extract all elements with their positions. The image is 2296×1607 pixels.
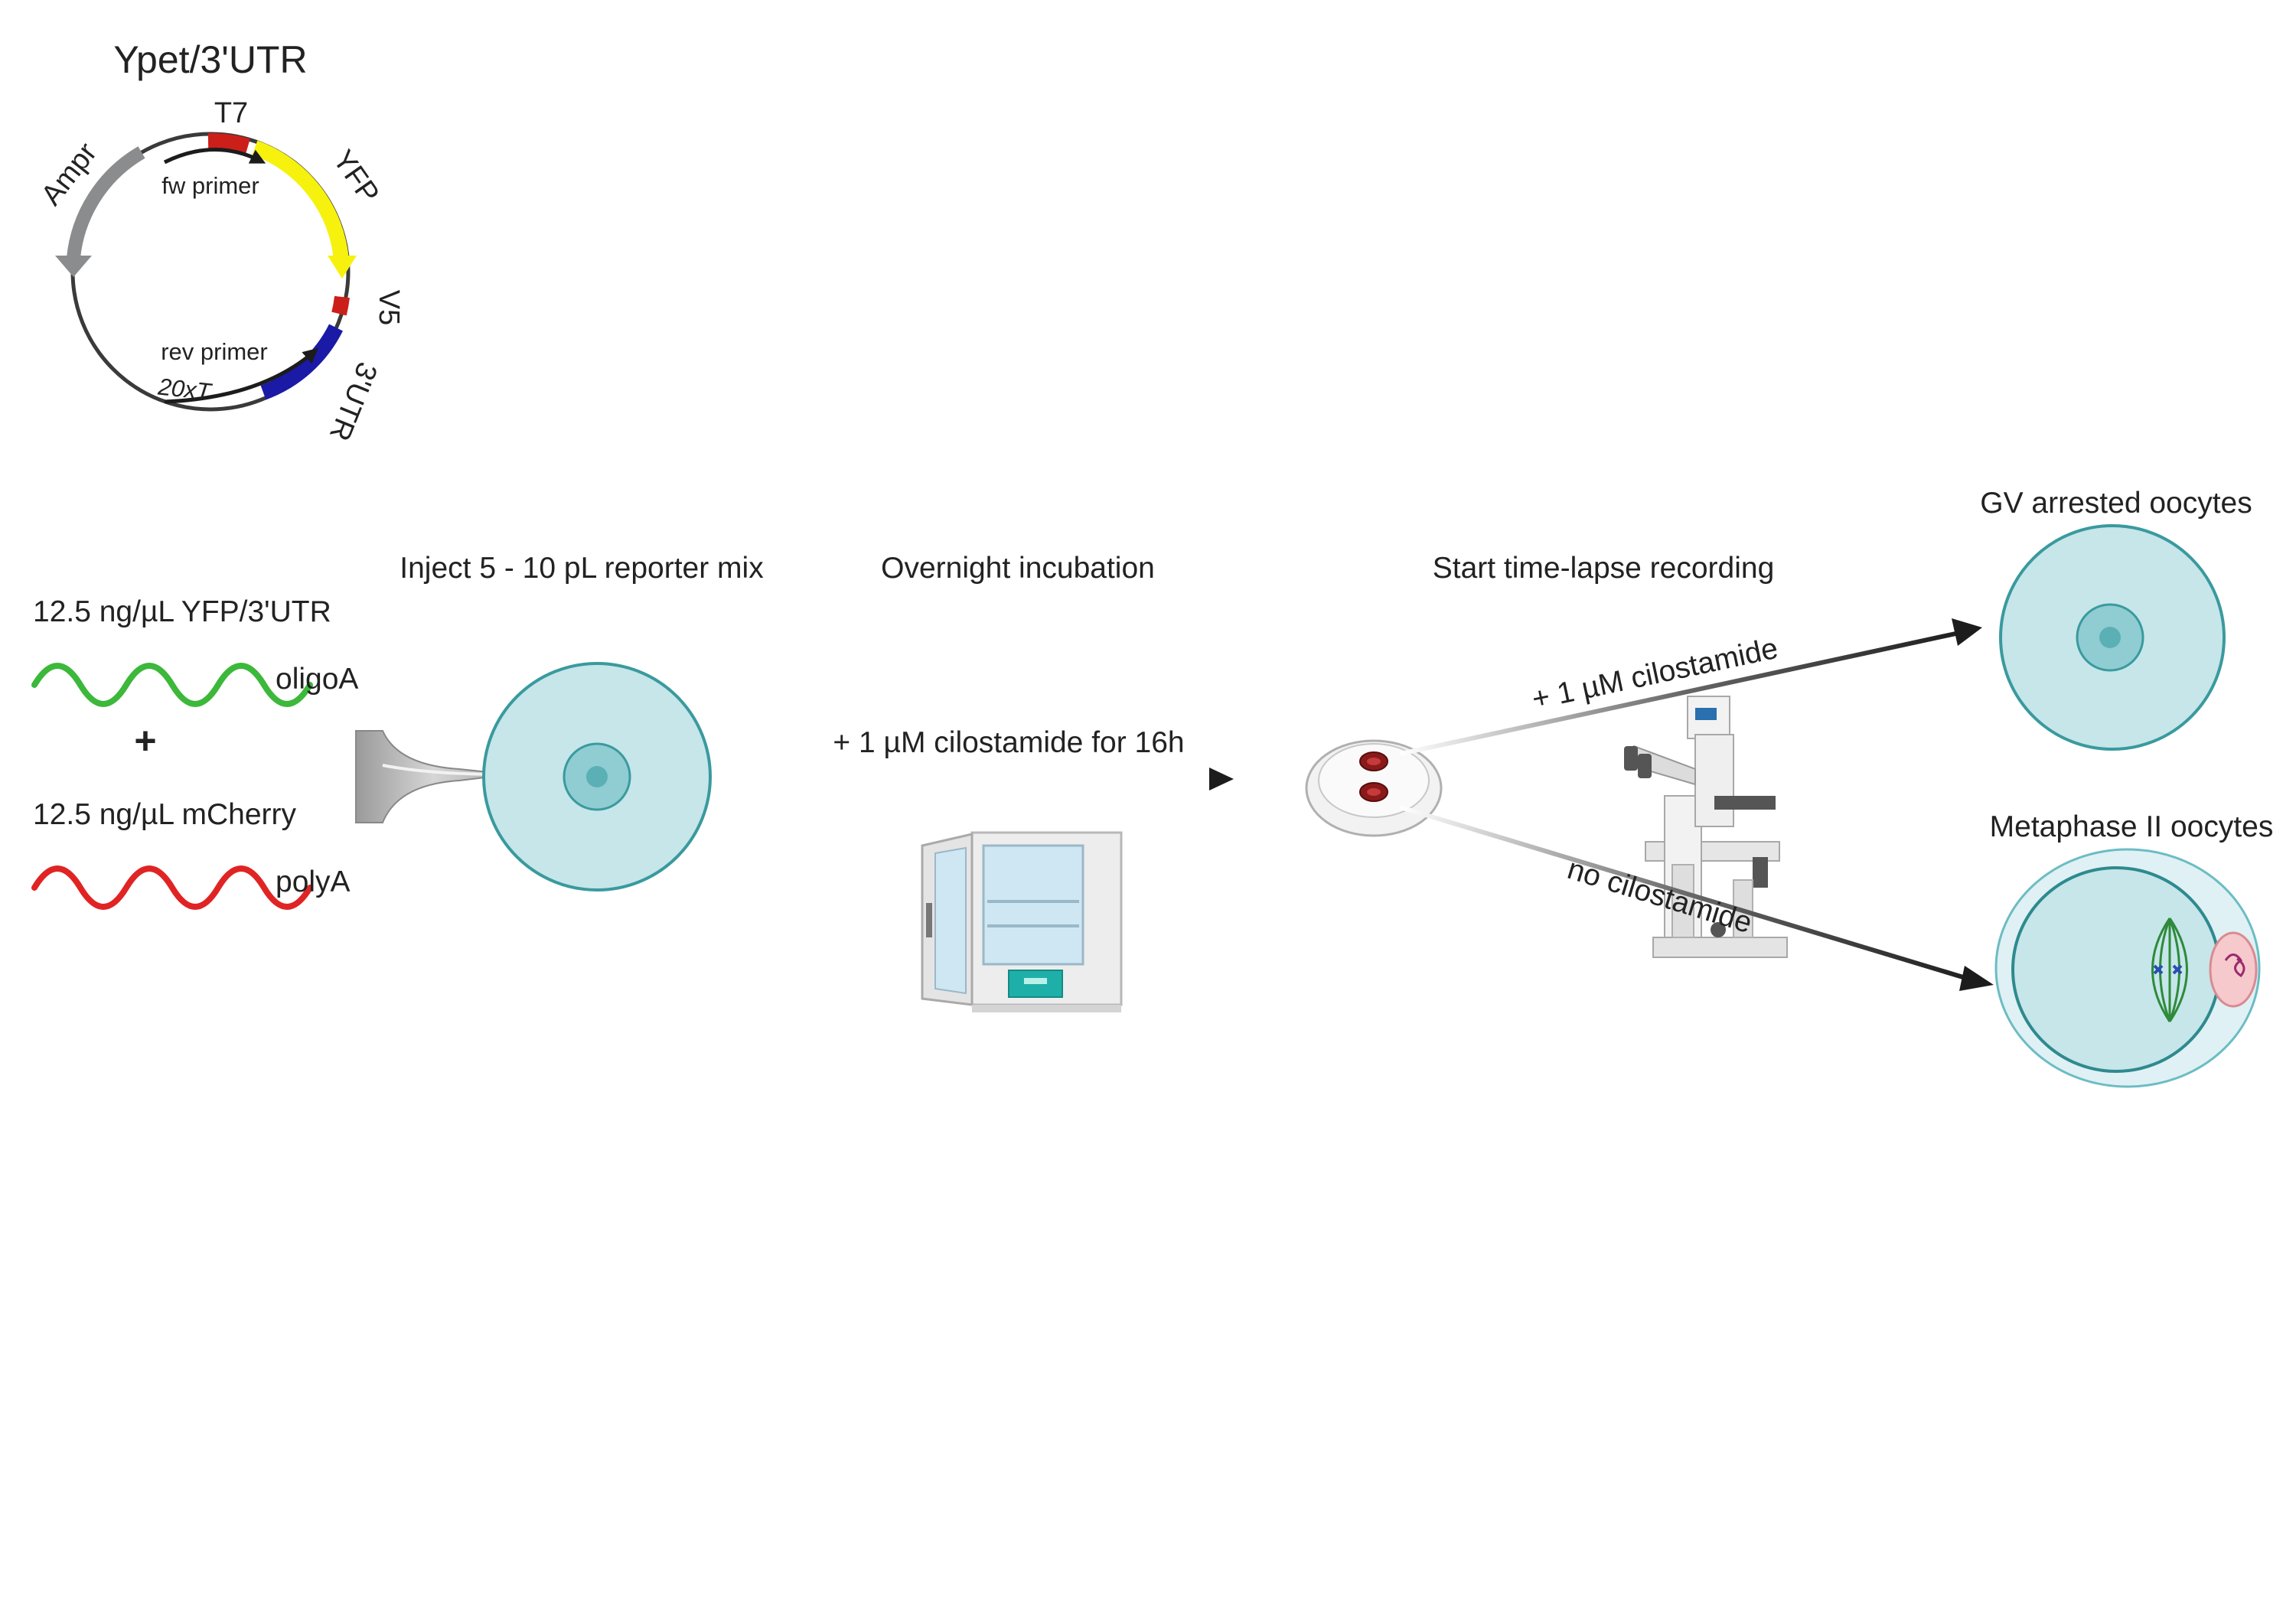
arrow-cilostamide: [1400, 631, 1960, 756]
culture-dish-icon: [1305, 739, 1443, 837]
yfp-tail-label: oligoA: [276, 663, 358, 696]
rev-primer-label: rev primer: [161, 338, 268, 365]
microscope-icon: [1624, 696, 1788, 958]
yfp-reporter-wave: [31, 663, 313, 707]
ampr-arrowhead: [55, 256, 92, 277]
polar-body: [2209, 931, 2258, 1008]
fw-primer-arrow: [163, 148, 266, 165]
recording-label: Start time-lapse recording: [1433, 552, 1775, 585]
utr-label: 3'UTR: [323, 357, 383, 445]
arrow-cilostamide-head: [1952, 618, 1982, 646]
ampr-segment: [67, 146, 145, 259]
plasmid-map: Ypet/3'UTR fw primer rev primer 20xT Amp…: [35, 38, 405, 445]
arrow-no-cilostamide-head: [1959, 966, 1994, 991]
mcherry-reporter-label: 12.5 ng/µL mCherry: [33, 798, 297, 831]
branch-no-cilostamide-label: no cilostamide: [1564, 852, 1756, 940]
inject-label: Inject 5 - 10 pL reporter mix: [400, 552, 764, 585]
treatment-label: + 1 µM cilostamide for 16h: [833, 726, 1184, 759]
plasmid-title: Ypet/3'UTR: [113, 38, 307, 81]
v5-segment: [331, 295, 350, 316]
mcherry-reporter-wave: [31, 865, 313, 910]
outcome-mii: Metaphase II oocytes: [1990, 810, 2274, 1088]
plus-sign: +: [134, 719, 156, 762]
polyt-label: 20xT: [156, 373, 214, 405]
injection-step: Inject 5 - 10 pL reporter mix: [355, 552, 764, 892]
spindle-icon: [2151, 918, 2188, 1022]
t7-label: T7: [214, 97, 248, 129]
oocyte-injected-nucleolus: [586, 766, 608, 787]
mii-oocyte: [2011, 866, 2221, 1073]
v5-label: V5: [373, 290, 405, 325]
incubation-step: Overnight incubation + 1 µM cilostamide …: [807, 552, 1234, 1012]
t7-segment: [207, 132, 250, 154]
utr-segment: [260, 324, 343, 400]
rev-primer-arrow: [164, 347, 319, 404]
outcome-gv: GV arrested oocytes: [1980, 487, 2252, 751]
gv-oocyte-nucleolus: [2099, 627, 2121, 648]
incubation-arrowhead: [1209, 768, 1234, 790]
polar-body-chromatin: [2224, 953, 2245, 977]
gv-label: GV arrested oocytes: [1980, 487, 2252, 520]
yfp-label: YFP: [326, 145, 385, 210]
recording-step: Start time-lapse recording: [1305, 552, 1994, 991]
fw-primer-label: fw primer: [161, 172, 259, 199]
yfp-reporter-label: 12.5 ng/µL YFP/3'UTR: [33, 595, 331, 628]
mcherry-tail-label: polyA: [276, 865, 351, 898]
yfp-segment: [252, 140, 349, 261]
reporter-mix: 12.5 ng/µL YFP/3'UTR oligoA + 12.5 ng/µL…: [31, 595, 358, 910]
yfp-arrowhead: [328, 256, 357, 279]
incubation-label: Overnight incubation: [881, 552, 1155, 585]
mii-label: Metaphase II oocytes: [1990, 810, 2274, 843]
arrow-no-cilostamide: [1400, 805, 1971, 982]
incubator-icon: [921, 831, 1123, 1012]
branch-cilostamide-label: + 1 µM cilostamide: [1529, 632, 1781, 716]
